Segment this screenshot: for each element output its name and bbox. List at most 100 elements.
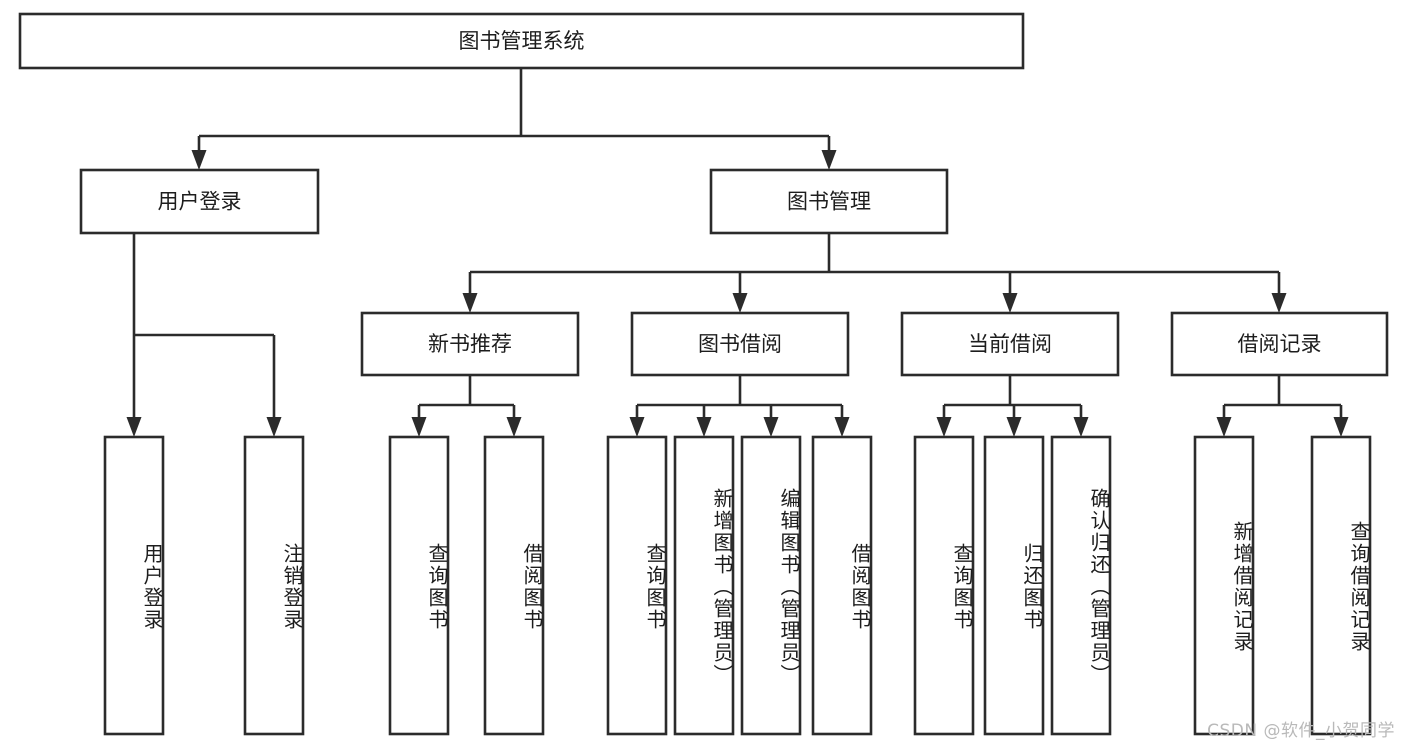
node-leaf-query-book-current[interactable]: 查询图书 [913, 435, 975, 736]
arrow-head-icon [1333, 417, 1349, 437]
node-box-user-login [79, 168, 320, 235]
node-label-wrap-leaf-borrow-book-rec: 借阅图书 [520, 542, 544, 631]
node-box-book-manage [709, 168, 949, 235]
node-leaf-query-book-borrow[interactable]: 查询图书 [606, 435, 668, 736]
arrow-head-icon [936, 417, 952, 437]
node-box-leaf-query-book-current [913, 435, 975, 736]
node-label-current-borrow: 当前借阅 [968, 332, 1052, 356]
node-label-leaf-add-borrow-record: 新增借阅记录 [1230, 520, 1254, 653]
node-label-root: 图书管理系统 [459, 29, 585, 53]
node-box-leaf-logout-login [243, 435, 305, 736]
node-box-leaf-edit-book-admin [740, 435, 802, 736]
arrow-head-icon [763, 417, 779, 437]
node-leaf-borrow-book-rec[interactable]: 借阅图书 [483, 435, 545, 736]
node-leaf-add-borrow-record[interactable]: 新增借阅记录 [1193, 435, 1255, 736]
node-leaf-logout-login[interactable]: 注销登录 [243, 435, 305, 736]
node-box-leaf-query-borrow-record [1310, 435, 1372, 736]
node-label-wrap-leaf-confirm-return-admin: 确认归还（管理员） [1087, 487, 1111, 686]
connector-conn-borrowrecord-to-leaves [1224, 375, 1341, 407]
node-box-borrow-record [1170, 311, 1389, 377]
node-label-leaf-confirm-return-admin: 确认归还（管理员） [1087, 487, 1111, 686]
node-label-leaf-query-book-current: 查询图书 [950, 542, 974, 631]
node-user-login[interactable]: 用户登录 [79, 168, 320, 235]
node-label-book-borrow: 图书借阅 [698, 332, 782, 356]
node-new-book-recommend[interactable]: 新书推荐 [360, 311, 580, 377]
connector-conn-root-to-level2 [199, 68, 829, 138]
node-leaf-return-book[interactable]: 归还图书 [983, 435, 1045, 736]
node-label-leaf-query-borrow-record: 查询借阅记录 [1347, 520, 1371, 653]
node-book-borrow[interactable]: 图书借阅 [630, 311, 850, 377]
node-leaf-query-borrow-record[interactable]: 查询借阅记录 [1310, 435, 1372, 736]
node-box-book-borrow [630, 311, 850, 377]
node-current-borrow[interactable]: 当前借阅 [900, 311, 1120, 377]
arrow-head-icon [266, 417, 282, 437]
node-label-leaf-return-book: 归还图书 [1020, 542, 1044, 631]
node-label-wrap-leaf-query-book-rec: 查询图书 [425, 542, 449, 631]
connector-conn-newbook-to-leaves [419, 375, 514, 407]
arrow-head-icon [506, 417, 522, 437]
node-box-leaf-borrow-book [811, 435, 873, 736]
node-leaf-add-book-admin[interactable]: 新增图书（管理员） [673, 435, 735, 736]
arrow-head-icon [1073, 417, 1089, 437]
arrow-head-icon [1271, 293, 1287, 313]
node-label-wrap-leaf-add-borrow-record: 新增借阅记录 [1230, 520, 1254, 653]
node-label-leaf-user-login: 用户登录 [140, 542, 164, 631]
arrow-head-icon [126, 417, 142, 437]
node-box-root [18, 12, 1025, 70]
node-label-wrap-leaf-logout-login: 注销登录 [280, 542, 304, 631]
node-label-borrow-record: 借阅记录 [1238, 332, 1322, 356]
node-borrow-record[interactable]: 借阅记录 [1170, 311, 1389, 377]
node-label-wrap-leaf-return-book: 归还图书 [1020, 542, 1044, 631]
node-box-new-book-recommend [360, 311, 580, 377]
node-label-book-manage: 图书管理 [787, 190, 871, 214]
node-box-leaf-add-book-admin [673, 435, 735, 736]
arrow-head-icon [411, 417, 427, 437]
node-box-leaf-confirm-return-admin [1050, 435, 1112, 736]
arrow-head-icon [1006, 417, 1022, 437]
node-label-wrap-leaf-user-login: 用户登录 [140, 542, 164, 631]
arrow-head-icon [1002, 293, 1018, 313]
arrow-head-icon [696, 417, 712, 437]
connector-conn-bookborrow-to-leaves [637, 375, 842, 407]
node-label-user-login: 用户登录 [158, 190, 242, 214]
node-box-leaf-return-book [983, 435, 1045, 736]
node-leaf-borrow-book[interactable]: 借阅图书 [811, 435, 873, 736]
node-leaf-query-book-rec[interactable]: 查询图书 [388, 435, 450, 736]
node-label-leaf-edit-book-admin: 编辑图书（管理员） [777, 487, 801, 686]
node-label-wrap-leaf-borrow-book: 借阅图书 [848, 542, 872, 631]
arrow-head-icon [834, 417, 850, 437]
node-label-new-book-recommend: 新书推荐 [428, 332, 512, 356]
arrow-head-icon [1216, 417, 1232, 437]
node-box-leaf-query-book-borrow [606, 435, 668, 736]
node-root[interactable]: 图书管理系统 [18, 12, 1025, 70]
node-label-leaf-borrow-book-rec: 借阅图书 [520, 542, 544, 631]
arrow-head-icon [732, 293, 748, 313]
node-label-leaf-query-book-rec: 查询图书 [425, 542, 449, 631]
node-box-leaf-add-borrow-record [1193, 435, 1255, 736]
arrow-head-icon [821, 150, 837, 170]
node-box-leaf-user-login [103, 435, 165, 736]
arrow-head-icon [191, 150, 207, 170]
arrow-head-icon [462, 293, 478, 313]
nodes-layer: 图书管理系统用户登录图书管理新书推荐图书借阅当前借阅借阅记录用户登录注销登录查询… [18, 12, 1389, 736]
node-leaf-confirm-return-admin[interactable]: 确认归还（管理员） [1050, 435, 1112, 736]
node-label-wrap-leaf-query-borrow-record: 查询借阅记录 [1347, 520, 1371, 653]
node-label-wrap-leaf-edit-book-admin: 编辑图书（管理员） [777, 487, 801, 686]
node-label-leaf-logout-login: 注销登录 [280, 542, 304, 631]
connector-conn-userlogin-to-leaves [132, 233, 274, 337]
node-label-wrap-leaf-query-book-borrow: 查询图书 [643, 542, 667, 631]
node-label-wrap-leaf-add-book-admin: 新增图书（管理员） [710, 487, 734, 686]
node-label-leaf-add-book-admin: 新增图书（管理员） [710, 487, 734, 686]
edges-layer [126, 68, 1349, 437]
node-label-wrap-leaf-query-book-current: 查询图书 [950, 542, 974, 631]
node-label-leaf-borrow-book: 借阅图书 [848, 542, 872, 631]
node-book-manage[interactable]: 图书管理 [709, 168, 949, 235]
connector-conn-bookmanage-to-level3 [470, 233, 1279, 274]
arrow-head-icon [629, 417, 645, 437]
node-leaf-edit-book-admin[interactable]: 编辑图书（管理员） [740, 435, 802, 736]
node-box-current-borrow [900, 311, 1120, 377]
node-leaf-user-login[interactable]: 用户登录 [103, 435, 165, 736]
node-label-leaf-query-book-borrow: 查询图书 [643, 542, 667, 631]
node-box-leaf-query-book-rec [388, 435, 450, 736]
